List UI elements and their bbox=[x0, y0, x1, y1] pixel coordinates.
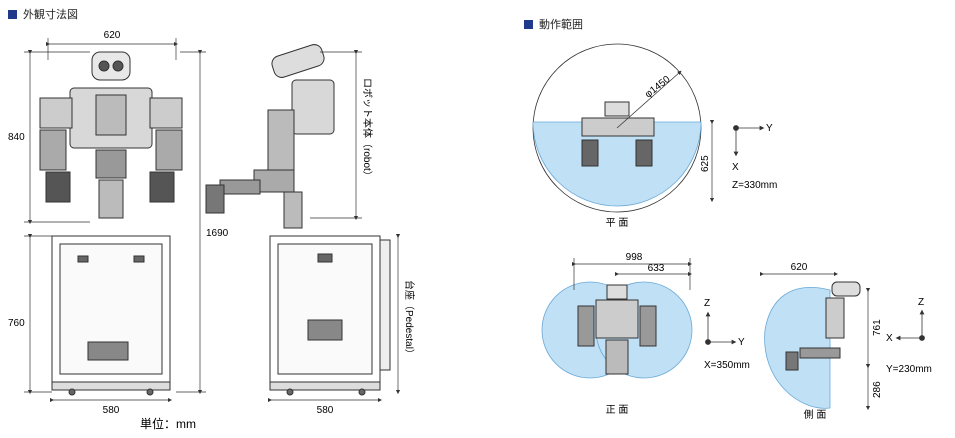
front-caption: 正 面 bbox=[606, 405, 629, 416]
title-marker-icon bbox=[524, 19, 533, 29]
dim-width-top: 620 bbox=[104, 30, 121, 41]
section-title-range: 動作範囲 bbox=[524, 16, 583, 32]
side-caption: 側 面 bbox=[804, 408, 827, 421]
top-axis-y: Y bbox=[766, 123, 773, 134]
front-pedestal-drawing bbox=[51, 235, 171, 396]
dim-height-total: 1690 bbox=[206, 228, 229, 239]
front-axis-icon bbox=[705, 311, 737, 345]
label-robot: ロボット本体（robot） bbox=[361, 78, 374, 181]
side-y-note: Y=230mm bbox=[886, 364, 932, 375]
range-title-text: 動作範囲 bbox=[539, 19, 583, 31]
front-dimension-lines bbox=[24, 38, 206, 403]
side-height-286: 286 bbox=[872, 381, 883, 398]
side-view-range bbox=[759, 271, 871, 411]
side-dimension-lines bbox=[267, 49, 401, 403]
side-pedestal-drawing bbox=[269, 235, 391, 396]
side-robot-drawing bbox=[205, 44, 335, 229]
dimensions-title-text: 外観寸法図 bbox=[23, 9, 78, 21]
front-width-633: 633 bbox=[648, 263, 665, 274]
top-caption: 平 面 bbox=[606, 218, 629, 229]
front-view-range bbox=[541, 258, 693, 379]
front-axis-z: Z bbox=[704, 298, 710, 309]
side-axis-x: X bbox=[886, 333, 893, 344]
side-axis-icon bbox=[895, 309, 925, 341]
side-width-620: 620 bbox=[791, 262, 808, 273]
front-x-note: X=350mm bbox=[704, 360, 750, 371]
side-height-761: 761 bbox=[872, 319, 883, 336]
title-marker-icon bbox=[8, 9, 17, 19]
top-diameter-label: φ1450 bbox=[643, 74, 673, 101]
dim-height-pedestal: 760 bbox=[8, 318, 25, 329]
top-height-label: 625 bbox=[700, 155, 711, 172]
top-view-range bbox=[532, 43, 715, 213]
section-title-dimensions: 外観寸法図 bbox=[8, 6, 78, 22]
top-z-note: Z=330mm bbox=[732, 180, 777, 191]
dim-width-front-base: 580 bbox=[103, 405, 120, 416]
dim-width-side-base: 580 bbox=[317, 405, 334, 416]
side-axis-z: Z bbox=[918, 297, 924, 308]
front-axis-y: Y bbox=[738, 337, 745, 348]
top-axis-x: X bbox=[732, 162, 739, 173]
unit-label: 単位：mm bbox=[140, 416, 196, 431]
dim-height-robot: 840 bbox=[8, 132, 25, 143]
top-axis-icon bbox=[733, 125, 765, 157]
front-width-998: 998 bbox=[626, 252, 643, 263]
front-robot-drawing bbox=[39, 51, 183, 219]
label-pedestal: 台座（Pedestal） bbox=[403, 280, 416, 359]
